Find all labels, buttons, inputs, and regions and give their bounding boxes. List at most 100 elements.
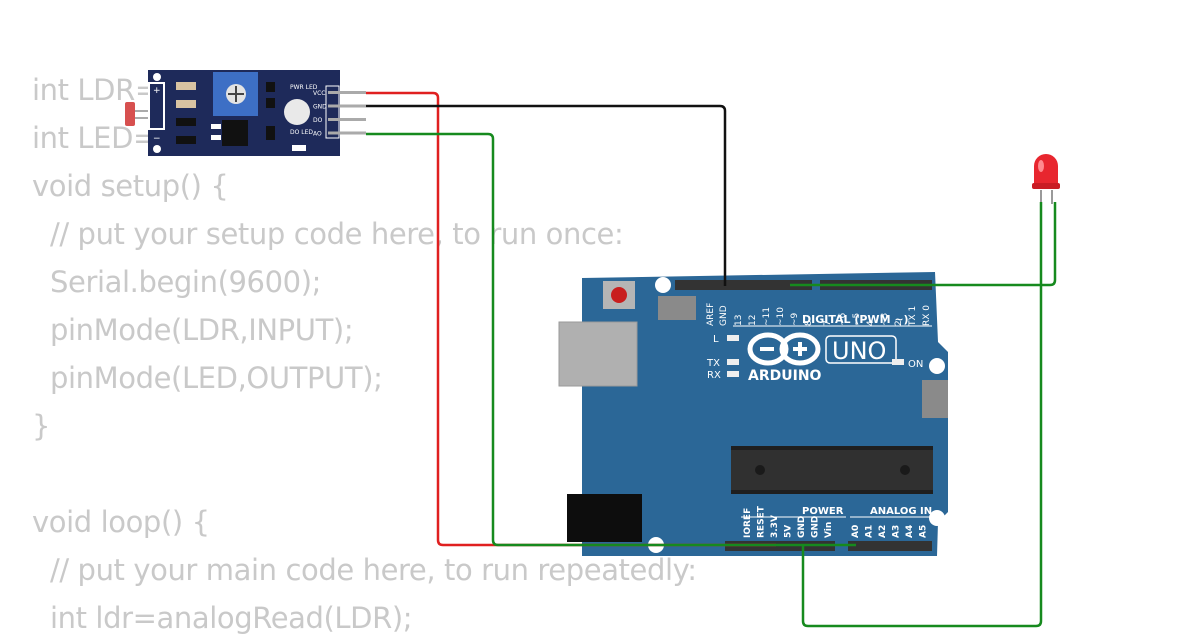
- wire-vcc-to-5v[interactable]: [366, 91, 776, 547]
- red-led[interactable]: [1032, 154, 1060, 204]
- knob-cross-icon: [228, 86, 244, 102]
- rx-led: [727, 371, 739, 377]
- digital-pin-label: 13: [734, 315, 744, 326]
- digital-pin-label: ~5: [852, 313, 862, 326]
- smd-component: [176, 136, 196, 144]
- digital-pin-label: 4: [866, 320, 876, 326]
- wire-gnd-to-gnd[interactable]: [366, 104, 727, 286]
- analog-header: [848, 541, 932, 551]
- reset-button-cap[interactable]: [611, 287, 627, 303]
- code-line: Serial.begin(9600);: [50, 265, 321, 299]
- digital-pin-label: ~9: [790, 312, 800, 326]
- code-line: pinMode(LED,OUTPUT);: [50, 361, 383, 395]
- digital-header-1: [675, 280, 812, 290]
- photoresistor: [125, 102, 135, 126]
- output-header: [325, 85, 340, 139]
- photoresistor-lead: [135, 117, 149, 119]
- digital-pin-label: 12: [748, 315, 758, 326]
- code-line: void loop() {: [32, 505, 210, 539]
- wires[interactable]: [366, 91, 1057, 628]
- on-led: [892, 359, 904, 365]
- icsp-header: [658, 296, 696, 320]
- icsp-header-2: [922, 380, 948, 418]
- module-pin-label: VCC: [313, 90, 325, 97]
- digital-pin-label: ~10: [776, 307, 786, 326]
- chip-pins-bottom: [731, 490, 933, 494]
- power-jack[interactable]: [567, 494, 642, 542]
- pwr-led-label: PWR LED: [290, 84, 318, 91]
- mount-hole: [153, 145, 161, 153]
- module-pin-label: GND: [313, 104, 327, 111]
- resistor: [176, 100, 196, 108]
- digital-pin-label: 7: [823, 320, 833, 326]
- ldr-sensor-module[interactable]: + − PWR LED DO LED VCC GND DO AO: [125, 70, 366, 156]
- mount-hole: [929, 510, 945, 526]
- module-pin[interactable]: [328, 118, 366, 121]
- do-led: [292, 145, 306, 151]
- code-line: // put your main code here, to run repea…: [50, 553, 697, 587]
- smd-component: [266, 98, 275, 108]
- smd-component: [266, 82, 275, 92]
- power-pin-label: Vin: [824, 522, 834, 538]
- analog-pin-label: A3: [892, 525, 902, 538]
- code-line: int LDR=: [32, 73, 159, 107]
- digital-pin-label: 8: [804, 320, 814, 326]
- digital-pin-label: RX 0: [922, 305, 932, 326]
- chip-lead: [211, 124, 221, 129]
- analog-pin-label: A1: [865, 525, 875, 538]
- smd-component: [266, 126, 275, 140]
- model-label: UNO: [832, 337, 886, 365]
- code-line: pinMode(LDR,INPUT);: [50, 313, 354, 347]
- analog-pin-label: A4: [905, 525, 915, 538]
- wire-gnd-to-led[interactable]: [801, 202, 1043, 628]
- code-line: void setup() {: [32, 169, 229, 203]
- led-highlight: [1038, 160, 1044, 172]
- wire-ao-to-a0[interactable]: [366, 132, 856, 547]
- power-pin-label: 3.3V: [770, 515, 780, 538]
- tx-led: [727, 359, 739, 365]
- digital-pin-label: AREF: [706, 303, 716, 326]
- module-pin-label: AO: [313, 131, 322, 138]
- module-pin-label: DO: [313, 117, 323, 124]
- led-body: [1034, 154, 1058, 185]
- usb-port[interactable]: [558, 321, 638, 387]
- chip-dot: [900, 465, 910, 475]
- digital-pin-label: ~11: [762, 307, 772, 326]
- digital-pin-label: TX 1: [908, 306, 918, 327]
- module-pin[interactable]: [328, 131, 366, 135]
- code-background: int LDR= int LED= void setup() { // put you…: [32, 66, 697, 642]
- code-line: // put your setup code here, to run once…: [50, 217, 624, 251]
- wire-pin-to-led[interactable]: [790, 202, 1057, 287]
- module-pin[interactable]: [328, 91, 366, 94]
- code-line: }: [32, 409, 51, 443]
- power-label: POWER: [802, 506, 844, 517]
- digital-pin-label: ~3: [880, 313, 890, 326]
- digital-pin-label: ~6: [838, 312, 848, 326]
- arduino-logo-icon: [747, 332, 821, 366]
- plus-label: +: [153, 86, 161, 96]
- power-pin-label: GND: [811, 516, 821, 538]
- led-rim: [1032, 183, 1060, 189]
- analog-label: ANALOG IN: [870, 506, 932, 517]
- minus-label: −: [153, 134, 161, 144]
- l-led: [727, 335, 739, 341]
- chip-pins-top: [731, 446, 933, 450]
- code-line: int LED=: [32, 121, 157, 155]
- module-pins: VCC GND DO AO: [313, 90, 366, 138]
- do-led-label: DO LED: [290, 129, 313, 136]
- module-pin[interactable]: [328, 104, 366, 108]
- l-label: L: [713, 334, 719, 345]
- digital-pin-label: GND: [719, 305, 729, 326]
- rx-label: RX: [707, 370, 721, 381]
- code-line: int ldr=analogRead(LDR);: [50, 601, 413, 635]
- brand-label: ARDUINO: [748, 368, 822, 384]
- digital-pin-label: 2: [894, 320, 904, 326]
- digital-label: DIGITAL (PWM ~): [802, 313, 909, 326]
- chip-lead: [211, 135, 221, 140]
- smd-component: [176, 118, 196, 126]
- chip-dot: [755, 465, 765, 475]
